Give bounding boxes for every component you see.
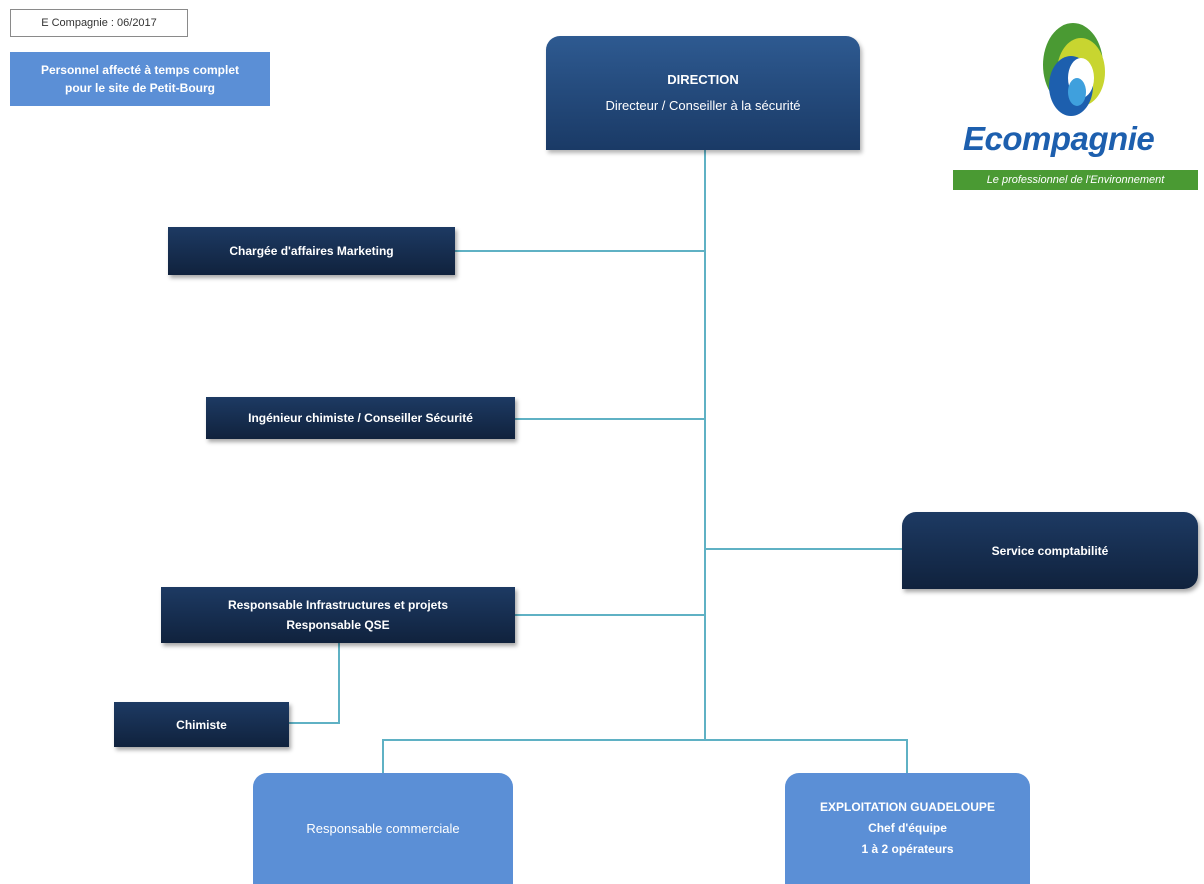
connector-comptabilite: [705, 548, 902, 550]
exploitation-title: EXPLOITATION GUADELOUPE: [820, 800, 995, 814]
infrastructures-line-1: Responsable Infrastructures et projets: [227, 598, 449, 612]
direction-title: DIRECTION: [667, 72, 739, 87]
legend-line-2: pour le site de Petit-Bourg: [64, 81, 215, 95]
direction-subtitle: Directeur / Conseiller à la sécurité: [605, 98, 801, 113]
connector-ingenieur: [515, 418, 705, 420]
comptabilite-box: Service comptabilité: [902, 512, 1198, 589]
connector-commerciale: [382, 739, 384, 773]
exploitation-box: EXPLOITATION GUADELOUPE Chef d'équipe 1 …: [785, 773, 1030, 884]
connector-infrastructures: [515, 614, 705, 616]
chimiste-box: Chimiste: [114, 702, 289, 747]
connector-marketing: [455, 250, 705, 252]
marketing-box: Chargée d'affaires Marketing: [168, 227, 455, 275]
company-logo: Ecompagnie Le professionnel de l'Environ…: [953, 20, 1198, 192]
infrastructures-box: Responsable Infrastructures et projets R…: [161, 587, 515, 643]
connector-main-vertical: [704, 150, 706, 740]
logo-brand: Ecompagnie: [963, 120, 1155, 157]
commerciale-label: Responsable commerciale: [306, 821, 460, 836]
legend-box: Personnel affecté à temps complet pour l…: [10, 52, 270, 106]
commerciale-box: Responsable commerciale: [253, 773, 513, 884]
exploitation-line-3: 1 à 2 opérateurs: [861, 842, 954, 856]
marketing-label: Chargée d'affaires Marketing: [229, 244, 394, 258]
logo-emblem-icon: [1043, 23, 1105, 116]
connector-bottom-horizontal: [382, 739, 908, 741]
ingenieur-label: Ingénieur chimiste / Conseiller Sécurité: [248, 411, 473, 425]
connector-chimiste-vertical: [338, 643, 340, 723]
comptabilite-label: Service comptabilité: [991, 543, 1109, 558]
date-label: E Compagnie : 06/2017: [10, 9, 188, 37]
logo-tagline: Le professionnel de l'Environnement: [953, 170, 1198, 190]
connector-chimiste-horizontal: [289, 722, 340, 724]
direction-box: DIRECTION Directeur / Conseiller à la sé…: [546, 36, 860, 150]
legend-line-1: Personnel affecté à temps complet: [40, 63, 240, 77]
chimiste-label: Chimiste: [176, 717, 227, 732]
connector-exploitation: [906, 739, 908, 773]
infrastructures-line-2: Responsable QSE: [286, 618, 390, 632]
exploitation-line-2: Chef d'équipe: [868, 821, 947, 835]
ingenieur-box: Ingénieur chimiste / Conseiller Sécurité: [206, 397, 515, 439]
